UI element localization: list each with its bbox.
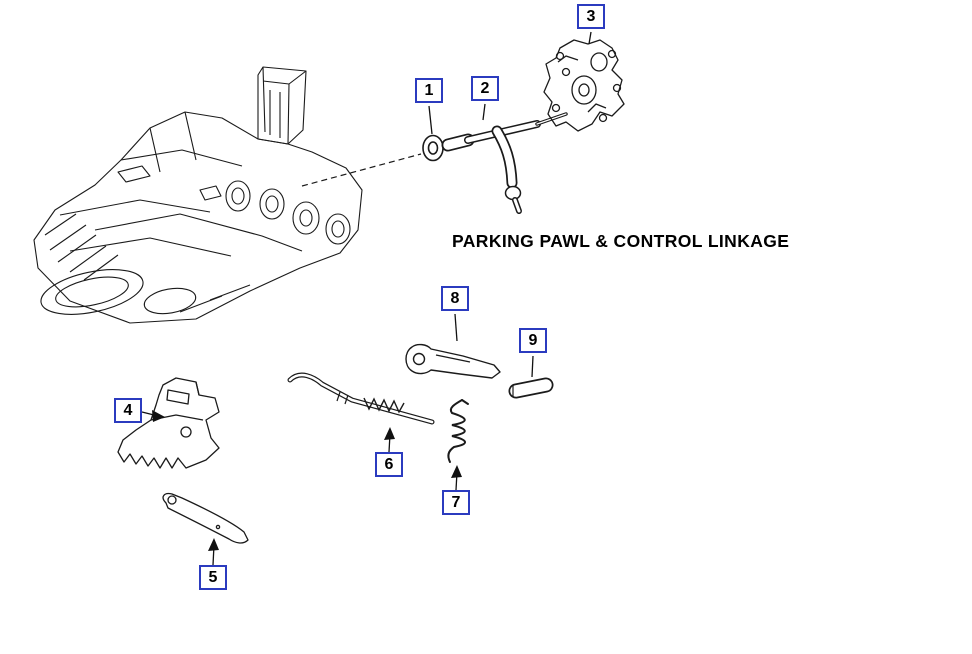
callout-2[interactable]: 2 xyxy=(471,76,499,101)
pawl-shaft-pin-drawing xyxy=(508,377,554,399)
control-housing-drawing xyxy=(543,39,625,132)
diagram-title: PARKING PAWL & CONTROL LINKAGE xyxy=(452,231,790,251)
callout-8[interactable]: 8 xyxy=(441,286,469,311)
callout-7[interactable]: 7 xyxy=(442,490,470,515)
callout-6[interactable]: 6 xyxy=(375,452,403,477)
manual-shaft-and-washer-drawing xyxy=(301,112,568,214)
callout-9[interactable]: 9 xyxy=(519,328,547,353)
actuating-lever-drawing xyxy=(405,343,501,379)
leader-arrowheads xyxy=(152,410,462,551)
callout-1[interactable]: 1 xyxy=(415,78,443,103)
callout-5[interactable]: 5 xyxy=(199,565,227,590)
callout-3[interactable]: 3 xyxy=(577,4,605,29)
return-spring-drawing xyxy=(447,399,469,463)
leader-lines xyxy=(141,31,592,566)
actuator-rod-drawing xyxy=(287,372,435,425)
transmission-case-drawing xyxy=(33,66,363,324)
callout-4[interactable]: 4 xyxy=(114,398,142,423)
manual-lever-rod-drawing xyxy=(162,492,249,544)
parking-pawl-drawing xyxy=(117,377,220,469)
